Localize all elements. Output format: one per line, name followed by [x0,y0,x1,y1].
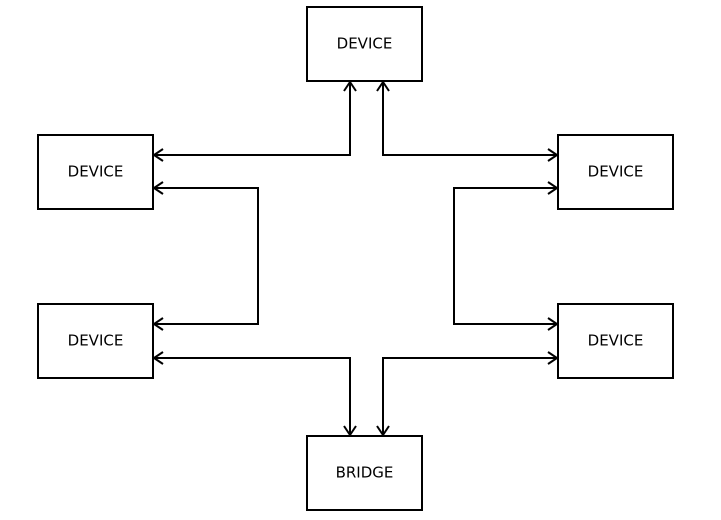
node-upper-left-label: DEVICE [68,163,124,181]
edge-upper-right-lower-right [453,181,559,331]
edge-lower-right-bottom [376,351,559,437]
edge-upper-left-lower-left [152,181,259,331]
edge-upper-left-top [152,80,357,162]
node-upper-right-device: DEVICE [557,134,674,210]
edge-lower-left-bottom [152,351,357,437]
edge-upper-right-top [376,80,559,162]
node-lower-left-device: DEVICE [37,303,154,379]
node-lower-left-label: DEVICE [68,332,124,350]
node-upper-left-device: DEVICE [37,134,154,210]
node-bottom-label: BRIDGE [336,464,394,482]
node-upper-right-label: DEVICE [588,163,644,181]
node-lower-right-label: DEVICE [588,332,644,350]
node-lower-right-device: DEVICE [557,303,674,379]
node-bottom-bridge: BRIDGE [306,435,423,511]
node-top-device: DEVICE [306,6,423,82]
node-top-label: DEVICE [337,35,393,53]
